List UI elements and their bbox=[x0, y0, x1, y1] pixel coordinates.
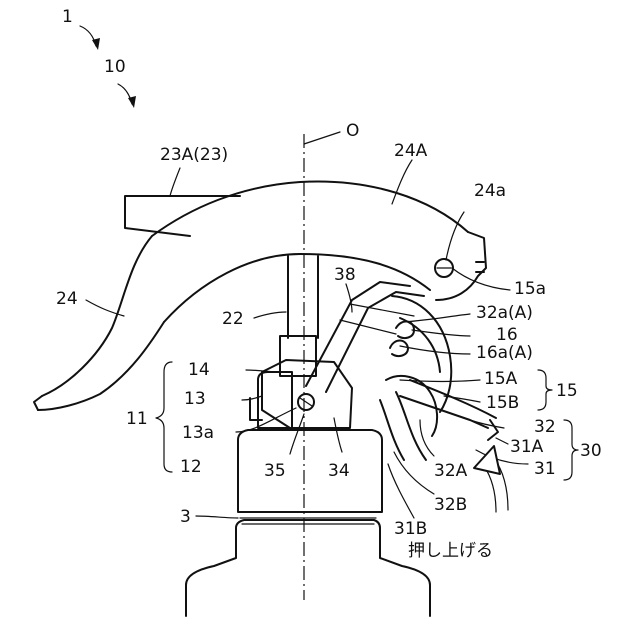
label-22: 22 bbox=[222, 309, 244, 329]
label-23A: 23A(23) bbox=[160, 145, 228, 165]
label-31: 31 bbox=[534, 459, 556, 479]
label-35: 35 bbox=[264, 461, 286, 481]
label-13a: 13a bbox=[182, 423, 214, 443]
label-push-up: 押し上げる bbox=[408, 541, 493, 561]
label-32aA: 32a(A) bbox=[476, 303, 533, 323]
label-14: 14 bbox=[188, 360, 210, 380]
label-1: 1 bbox=[62, 7, 73, 27]
label-34: 34 bbox=[328, 461, 350, 481]
label-15A: 15A bbox=[484, 369, 518, 389]
label-11: 11 bbox=[126, 409, 148, 429]
label-O: O bbox=[346, 121, 359, 141]
label-3: 3 bbox=[180, 507, 191, 527]
label-31B: 31B bbox=[394, 519, 427, 539]
label-32: 32 bbox=[534, 417, 556, 437]
cap-12 bbox=[238, 430, 382, 512]
pivot-15a bbox=[435, 259, 484, 277]
label-38: 38 bbox=[334, 265, 356, 285]
label-15B: 15B bbox=[486, 393, 519, 413]
label-16aA: 16a(A) bbox=[476, 343, 533, 363]
label-16: 16 bbox=[496, 325, 518, 345]
label-31A: 31A bbox=[510, 437, 544, 457]
linkage-members bbox=[306, 282, 498, 460]
center-axis-O bbox=[304, 132, 340, 600]
reference-labels: 1 10 O 23A(23) 24A 24a 24 38 15a 22 32a(… bbox=[56, 7, 602, 561]
label-15a: 15a bbox=[514, 279, 546, 299]
label-12: 12 bbox=[180, 457, 202, 477]
label-24a: 24a bbox=[474, 181, 506, 201]
label-10: 10 bbox=[104, 57, 126, 77]
label-30: 30 bbox=[580, 441, 602, 461]
label-13: 13 bbox=[184, 389, 206, 409]
label-32B: 32B bbox=[434, 495, 467, 515]
stem-22 bbox=[288, 256, 318, 338]
label-24: 24 bbox=[56, 289, 78, 309]
label-15: 15 bbox=[556, 381, 578, 401]
label-24A: 24A bbox=[394, 141, 428, 161]
label-32A: 32A bbox=[434, 461, 468, 481]
